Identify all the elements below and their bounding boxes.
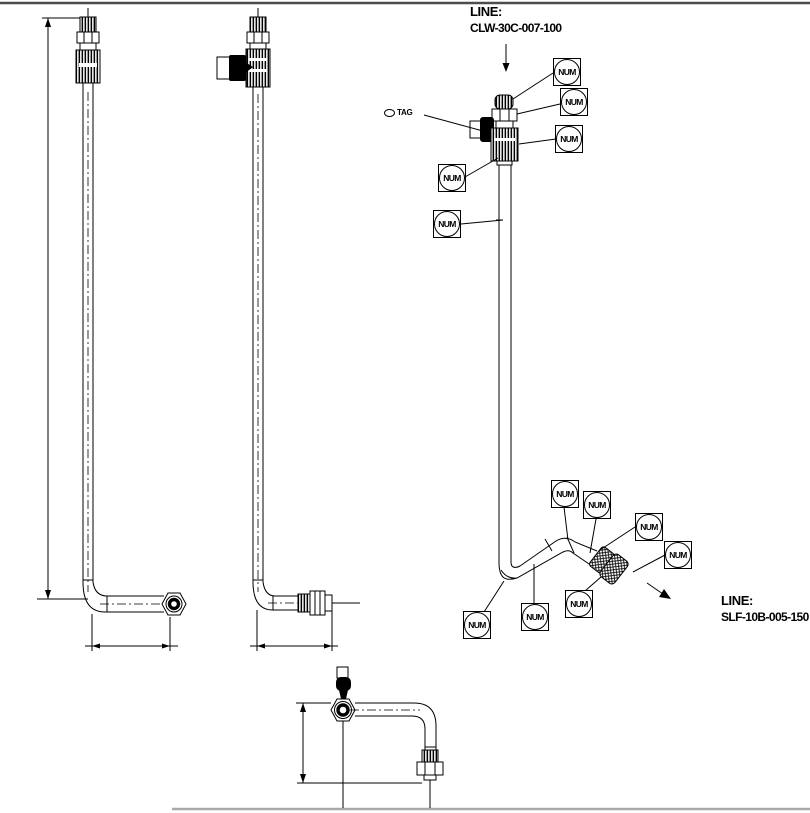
left-top-tube-fitting bbox=[75, 8, 101, 84]
balloon-num: NUM bbox=[463, 611, 491, 639]
balloon-num: NUM bbox=[635, 513, 663, 541]
balloon-label: NUM bbox=[588, 500, 606, 510]
clw-label-arrow bbox=[502, 44, 510, 72]
line-label-prefix: LINE: bbox=[470, 4, 502, 19]
balloon-label: NUM bbox=[526, 612, 544, 622]
bottom-vertical-dimension bbox=[296, 702, 422, 784]
bottom-pipe-run bbox=[350, 702, 437, 750]
bottom-hex-union bbox=[330, 698, 356, 722]
balloon-label: NUM bbox=[570, 599, 588, 609]
balloon-label: NUM bbox=[443, 173, 461, 183]
balloon-num: NUM bbox=[433, 210, 461, 238]
balloon-circle: NUM bbox=[665, 542, 691, 568]
left-hex-end-fitting bbox=[161, 592, 187, 616]
balloon-num: NUM bbox=[583, 491, 611, 519]
tag-oval-icon bbox=[384, 108, 395, 117]
line-number-label-top: LINE: CLW-30C-007-100 bbox=[470, 3, 562, 37]
tag-callout: TAG bbox=[384, 108, 413, 117]
line-label-prefix: LINE: bbox=[721, 593, 753, 608]
balloon-label: NUM bbox=[640, 522, 658, 532]
iso-union-fitting bbox=[589, 546, 629, 585]
view-bottom bbox=[296, 666, 444, 808]
balloon-label: NUM bbox=[558, 67, 576, 77]
balloon-circle: NUM bbox=[552, 481, 578, 507]
balloon-circle: NUM bbox=[566, 591, 592, 617]
balloon-label: NUM bbox=[438, 219, 456, 229]
slf-label-arrow bbox=[646, 582, 671, 599]
view-elevation-middle bbox=[216, 8, 360, 651]
balloon-circle: NUM bbox=[561, 89, 587, 115]
line-number-label-bottom: LINE: SLF-10B-005-150 bbox=[721, 592, 809, 626]
balloon-label: NUM bbox=[560, 134, 578, 144]
bottom-tube-fitting bbox=[416, 749, 444, 781]
balloon-num: NUM bbox=[553, 58, 581, 86]
balloon-circle: NUM bbox=[584, 492, 610, 518]
balloon-num: NUM bbox=[551, 480, 579, 508]
iso-vertical-pipe bbox=[496, 165, 512, 562]
balloon-num: NUM bbox=[438, 164, 466, 192]
line-label-number: CLW-30C-007-100 bbox=[470, 21, 562, 35]
left-vertical-dimension bbox=[37, 17, 88, 600]
iso-elbow-and-bend bbox=[498, 536, 598, 580]
balloon-num: NUM bbox=[560, 88, 588, 116]
balloon-circle: NUM bbox=[434, 211, 460, 237]
balloon-label: NUM bbox=[669, 550, 687, 560]
balloon-circle: NUM bbox=[556, 126, 582, 152]
balloon-label: NUM bbox=[556, 489, 574, 499]
balloon-num: NUM bbox=[521, 603, 549, 631]
balloon-circle: NUM bbox=[522, 604, 548, 630]
middle-top-valve bbox=[216, 8, 271, 88]
balloon-label: NUM bbox=[565, 97, 583, 107]
middle-horizontal-dimension bbox=[250, 606, 338, 651]
bottom-valve bbox=[336, 666, 351, 699]
balloon-num: NUM bbox=[555, 125, 583, 153]
balloon-circle: NUM bbox=[636, 514, 662, 540]
line-label-number: SLF-10B-005-150 bbox=[721, 610, 809, 624]
left-horizontal-dimension bbox=[85, 614, 178, 651]
view-isometric bbox=[423, 44, 671, 613]
left-pipe-run bbox=[82, 83, 166, 613]
view-elevation-left bbox=[37, 8, 187, 651]
balloon-circle: NUM bbox=[439, 165, 465, 191]
balloon-num: NUM bbox=[664, 541, 692, 569]
bottom-centerlines bbox=[342, 721, 431, 808]
iso-top-valve bbox=[469, 94, 519, 166]
middle-pipe-run bbox=[252, 87, 300, 611]
middle-end-fitting bbox=[297, 590, 360, 616]
balloon-num: NUM bbox=[565, 590, 593, 618]
balloon-circle: NUM bbox=[554, 59, 580, 85]
balloon-leaders bbox=[460, 72, 666, 613]
balloon-label: NUM bbox=[468, 620, 486, 630]
tag-label: TAG bbox=[397, 108, 413, 117]
tag-leader bbox=[423, 114, 484, 132]
balloon-circle: NUM bbox=[464, 612, 490, 638]
